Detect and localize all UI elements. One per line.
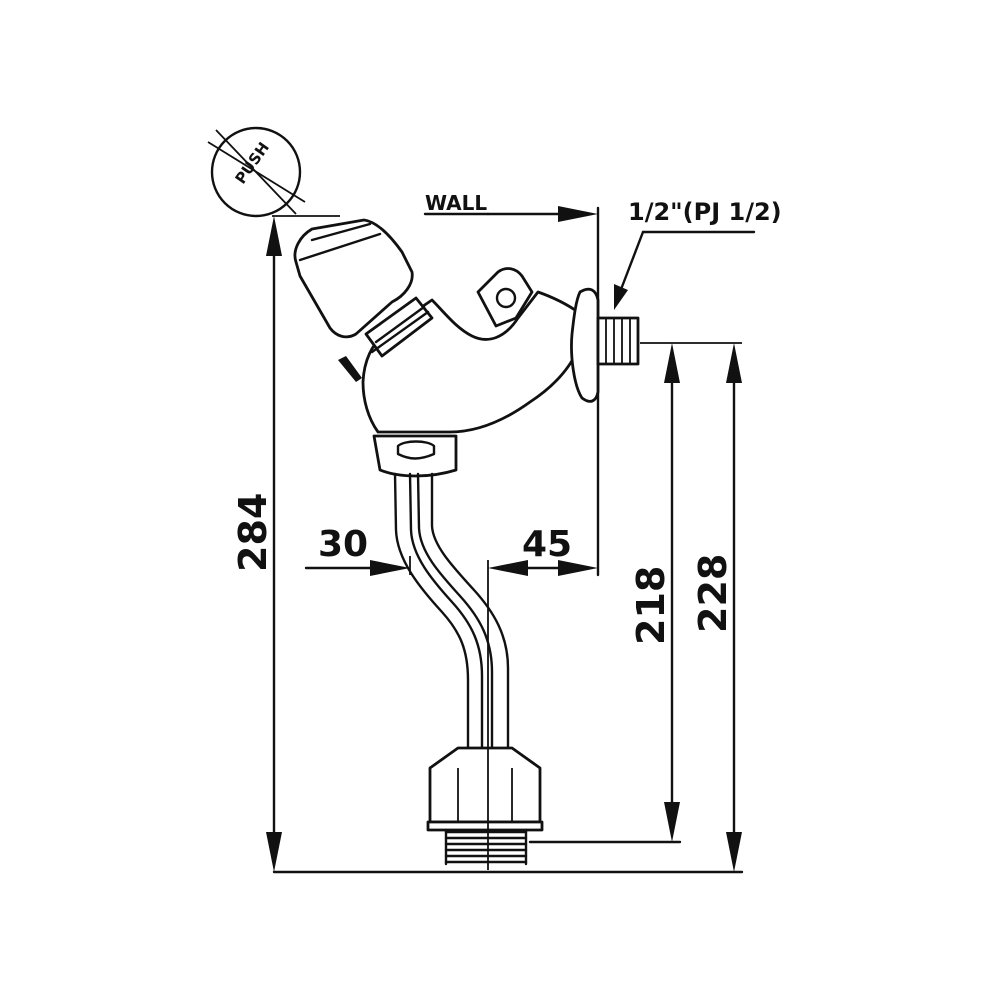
- bottom-nut: [426, 746, 544, 866]
- dim-45-text: 45: [522, 524, 572, 565]
- dim-228-text: 228: [691, 554, 735, 633]
- dim-overall-height: 284: [231, 215, 744, 874]
- dim-228: 228: [691, 343, 742, 872]
- push-label: PUSH: [232, 139, 273, 187]
- wall-label: WALL: [425, 191, 487, 215]
- faucet-body: [293, 218, 640, 478]
- dim-30-text: 30: [318, 524, 368, 565]
- push-symbol: PUSH: [207, 126, 306, 218]
- outlet-pipe: [393, 472, 510, 754]
- dim-284-text: 284: [231, 493, 275, 572]
- dim-horizontal-offsets: 30 45: [304, 524, 598, 870]
- wall-indicator: WALL: [423, 191, 598, 222]
- thread-label: 1/2"(PJ 1/2): [628, 198, 782, 226]
- dim-218-text: 218: [629, 566, 673, 645]
- thread-callout: 1/2"(PJ 1/2): [614, 198, 782, 310]
- dim-218: 218: [528, 342, 742, 844]
- bottom-thread: [444, 828, 528, 866]
